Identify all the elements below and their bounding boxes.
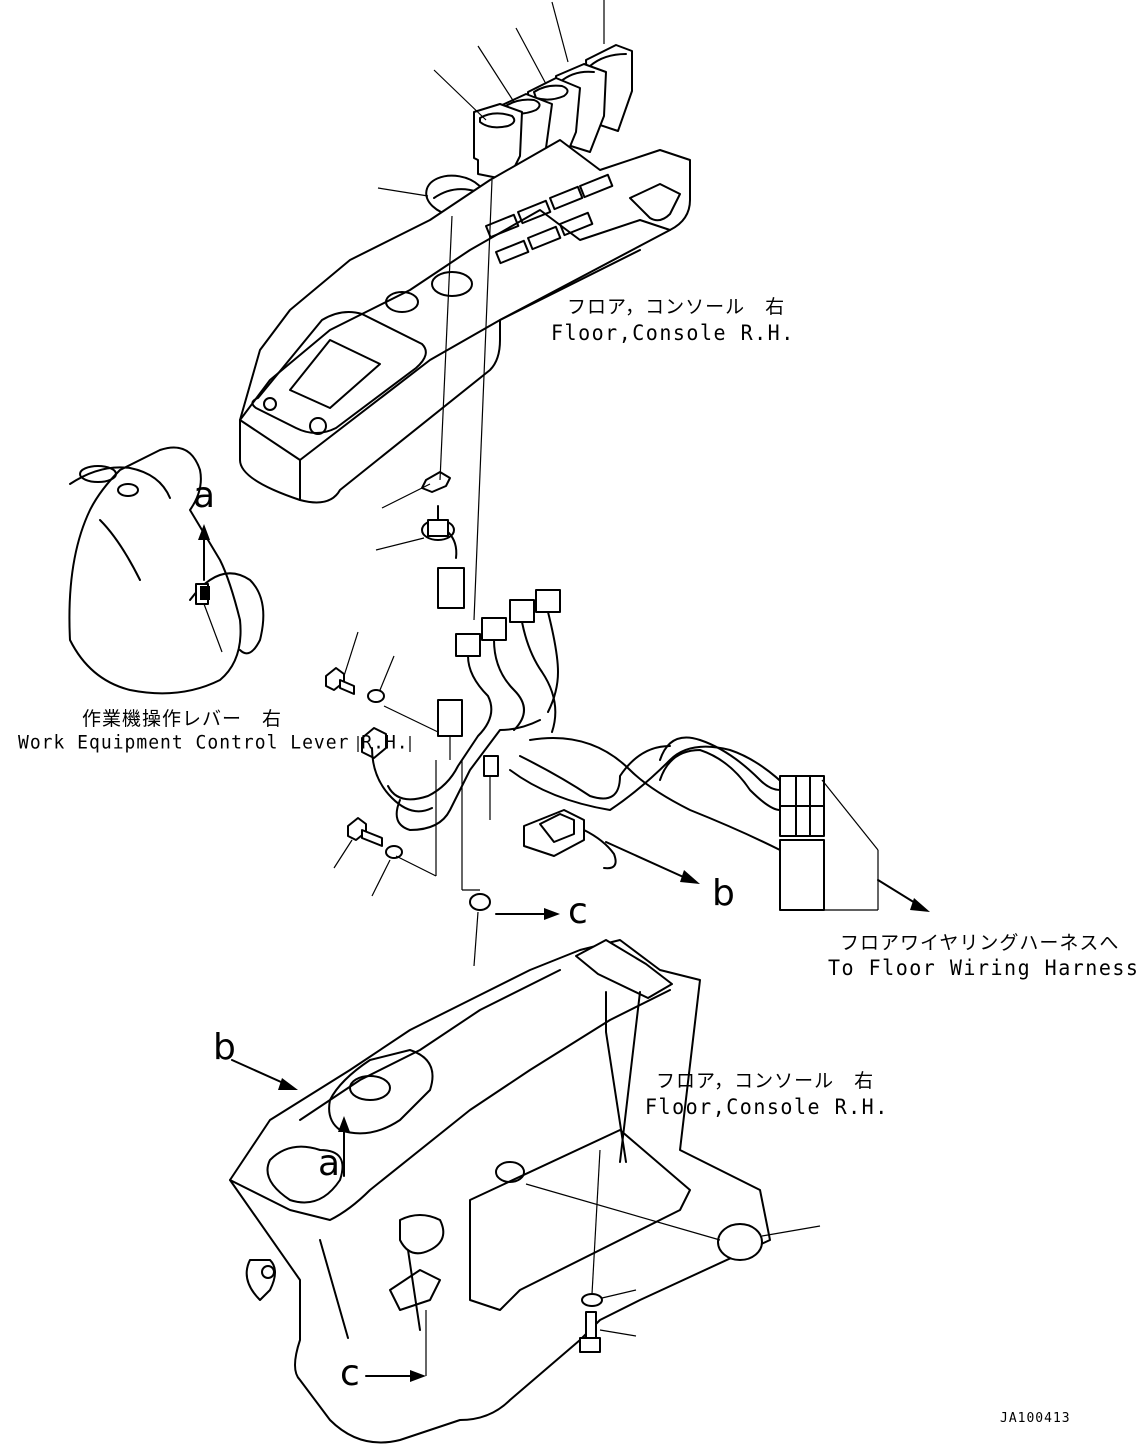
console-lower-label-jp: フロア，コンソール 右 <box>656 1070 875 1092</box>
upper-console <box>239 139 691 504</box>
lever-label-en: Work Equipment Control Lever R.H. <box>18 731 409 754</box>
lever-label-jp: 作業機操作レバー 右 <box>82 708 283 730</box>
bushing <box>469 893 491 967</box>
harness-label-jp: フロアワイヤリングハーネスへ <box>840 932 1120 954</box>
switch-leader-lines <box>433 0 605 121</box>
arrow-c-lower <box>365 1310 427 1382</box>
arrow-a-lower <box>338 1116 350 1177</box>
callout-a-top: a <box>193 475 216 516</box>
arrow-a-top <box>198 524 210 581</box>
arrow-b-right <box>605 841 700 884</box>
floor-harness-connector <box>779 775 825 911</box>
console-upper-label-jp: フロア，コンソール 右 <box>567 296 786 318</box>
bolt <box>579 1311 637 1353</box>
callout-b-left: b <box>213 1027 236 1068</box>
bolt <box>333 817 383 869</box>
plug <box>525 1183 821 1261</box>
arrow-b-left <box>231 1059 298 1090</box>
console-switch-slots <box>485 173 614 265</box>
washer <box>371 845 403 897</box>
document-id: JA100413 <box>1000 1411 1071 1426</box>
arrow-c-right <box>495 908 560 920</box>
callout-b-right: b <box>712 873 735 914</box>
console-lower-label-en: Floor,Console R.H. <box>645 1093 889 1120</box>
arrow-floor-harness <box>877 879 930 912</box>
guide-lines <box>395 760 480 891</box>
clip <box>381 471 451 509</box>
console-upper-label-en: Floor,Console R.H. <box>551 319 795 346</box>
washer <box>367 655 395 703</box>
work-equipment-control-lever <box>68 446 265 695</box>
callout-c-right: c <box>568 891 588 932</box>
callout-c-lower: c <box>340 1353 360 1394</box>
potentiometer <box>375 505 465 609</box>
washer <box>581 1149 637 1307</box>
assembly-line-upper <box>439 179 493 621</box>
callout-a-lower: a <box>318 1143 341 1184</box>
harness-label-en: To Floor Wiring Harness <box>828 954 1137 981</box>
bolt <box>325 631 359 695</box>
lower-console <box>229 939 771 1444</box>
wiring-harness <box>357 589 879 911</box>
